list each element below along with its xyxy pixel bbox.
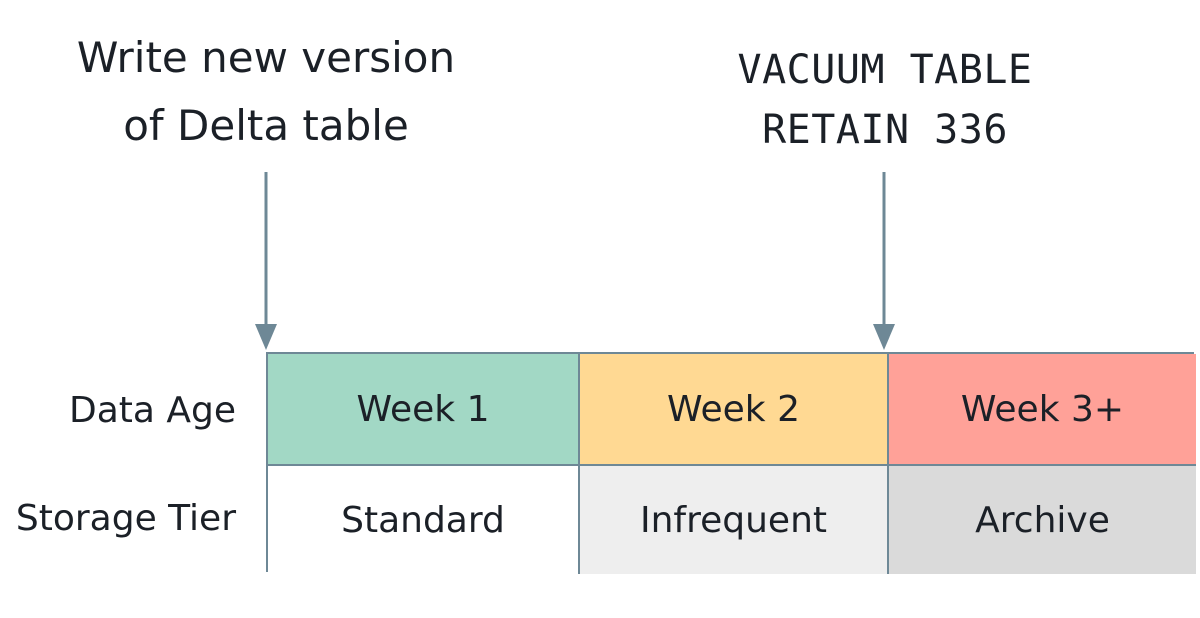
week-1-cell: Week 1 <box>268 354 578 464</box>
week-3-plus-cell: Week 3+ <box>887 354 1196 464</box>
week-2-cell: Week 2 <box>578 354 887 464</box>
vacuum-arrow-head <box>873 324 895 350</box>
infrequent-tier-cell: Infrequent <box>578 464 887 574</box>
write-caption-line2: of Delta table <box>123 101 409 150</box>
vacuum-arrow <box>873 172 895 350</box>
archive-tier-cell: Archive <box>887 464 1196 574</box>
vacuum-caption-line2: RETAIN 336 <box>762 107 1008 153</box>
write-version-caption: Write new version of Delta table <box>40 24 492 160</box>
standard-tier-cell: Standard <box>268 464 578 574</box>
write-caption-line1: Write new version <box>76 33 456 82</box>
write-arrow-head <box>255 324 277 350</box>
data-age-label: Data Age <box>68 390 236 431</box>
retention-table: Week 1 Week 2 Week 3+ Standard Infrequen… <box>266 352 1196 574</box>
write-arrow <box>255 172 277 350</box>
storage-tier-label: Storage Tier <box>15 498 236 539</box>
vacuum-caption-line1: VACUUM TABLE <box>737 47 1033 93</box>
vacuum-command-caption: VACUUM TABLE RETAIN 336 <box>690 40 1080 160</box>
